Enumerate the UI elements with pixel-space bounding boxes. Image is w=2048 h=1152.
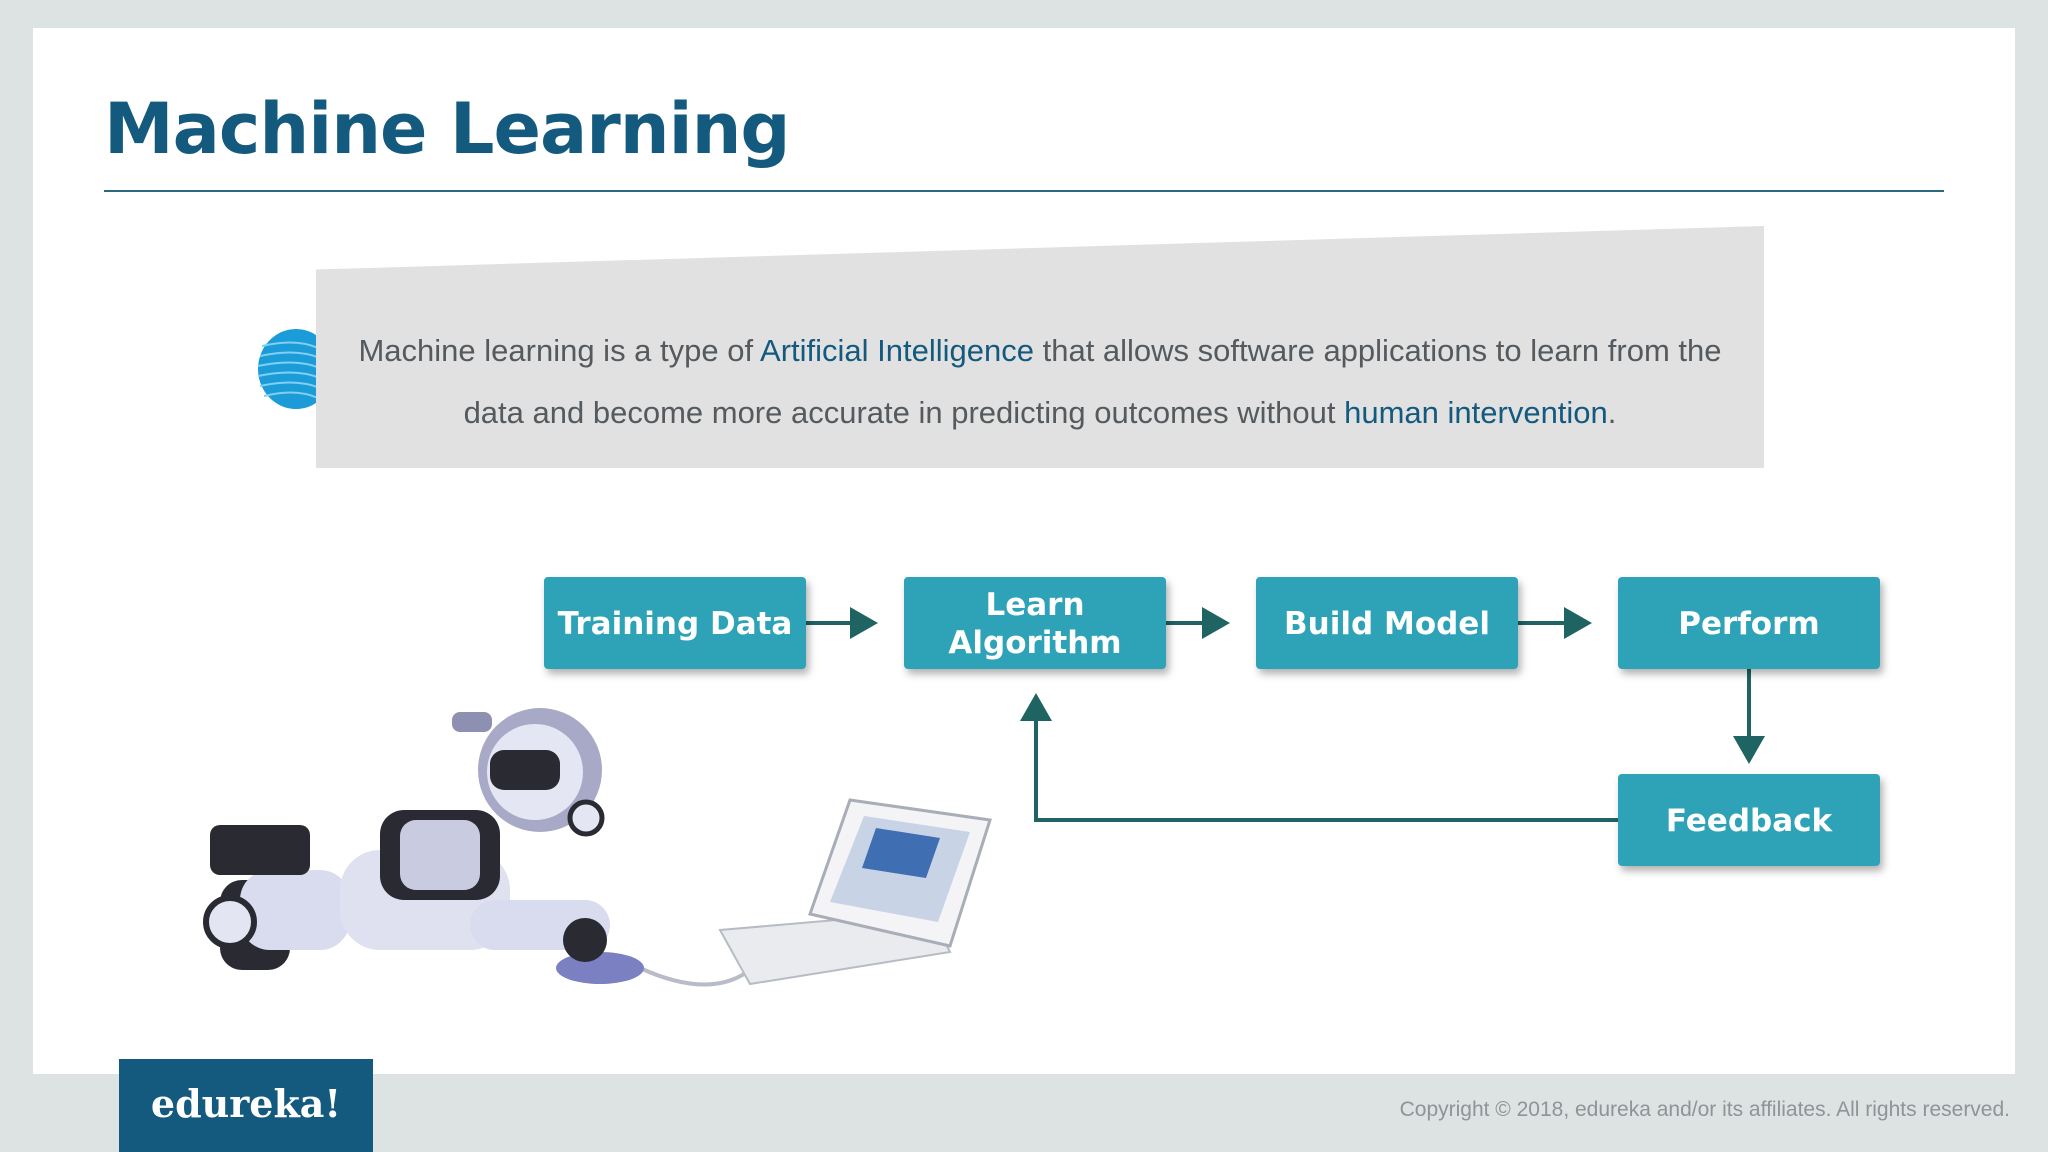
flow-node-build: Build Model (1256, 577, 1518, 669)
scribble-icon (257, 329, 320, 409)
flow-edges (806, 607, 1765, 822)
flow-node-perform: Perform (1618, 577, 1880, 669)
arrowhead (1564, 607, 1592, 639)
flow-node-label: Learn (985, 587, 1084, 623)
arrowhead (850, 607, 878, 639)
highlight-artificial-intelligence: Artificial Intelligence (760, 333, 1034, 368)
definition-text: Machine learning is a type of Artificial… (330, 320, 1750, 444)
flow-node-box (1618, 774, 1880, 866)
flow-edge-feedback-learn (1020, 693, 1618, 822)
flow-node-box (1256, 577, 1518, 669)
flow-node-feedback: Feedback (1618, 774, 1880, 866)
brand-logo: edureka! (119, 1059, 373, 1152)
arrowhead (1733, 736, 1765, 764)
flow-edge-training-learn (806, 607, 878, 639)
definition-box (316, 226, 1764, 468)
flow-node-box (544, 577, 806, 669)
title-divider (104, 190, 1944, 192)
flow-node-training: Training Data (544, 577, 806, 669)
flow-node-label: Algorithm (948, 625, 1121, 661)
definition-part-1: Machine learning is a type of (358, 333, 761, 368)
definition-part-2: that allows software applications to lea… (463, 333, 1722, 430)
definition-part-3: . (1607, 395, 1617, 430)
flow-node-label: Build Model (1284, 606, 1490, 642)
connector-line (1034, 719, 1618, 822)
slide-title: Machine Learning (104, 88, 791, 170)
arrowhead (1202, 607, 1230, 639)
flow-edge-build-perform (1518, 607, 1592, 639)
flow-edge-learn-build (1166, 607, 1230, 639)
arrowhead (1020, 693, 1052, 721)
highlight-human-intervention: human intervention (1344, 395, 1608, 430)
robot-illustration (203, 708, 992, 987)
flow-edge-perform-feedback (1733, 669, 1765, 764)
flow-node-box (1618, 577, 1880, 669)
flow-node-label: Feedback (1666, 803, 1834, 839)
flow-node-label: Training Data (558, 606, 793, 642)
copyright-notice: Copyright © 2018, edureka and/or its aff… (1399, 1098, 2010, 1121)
flow-node-box (904, 577, 1166, 669)
flow-node-label: Perform (1678, 606, 1819, 642)
logo-text: edureka! (150, 1081, 342, 1126)
